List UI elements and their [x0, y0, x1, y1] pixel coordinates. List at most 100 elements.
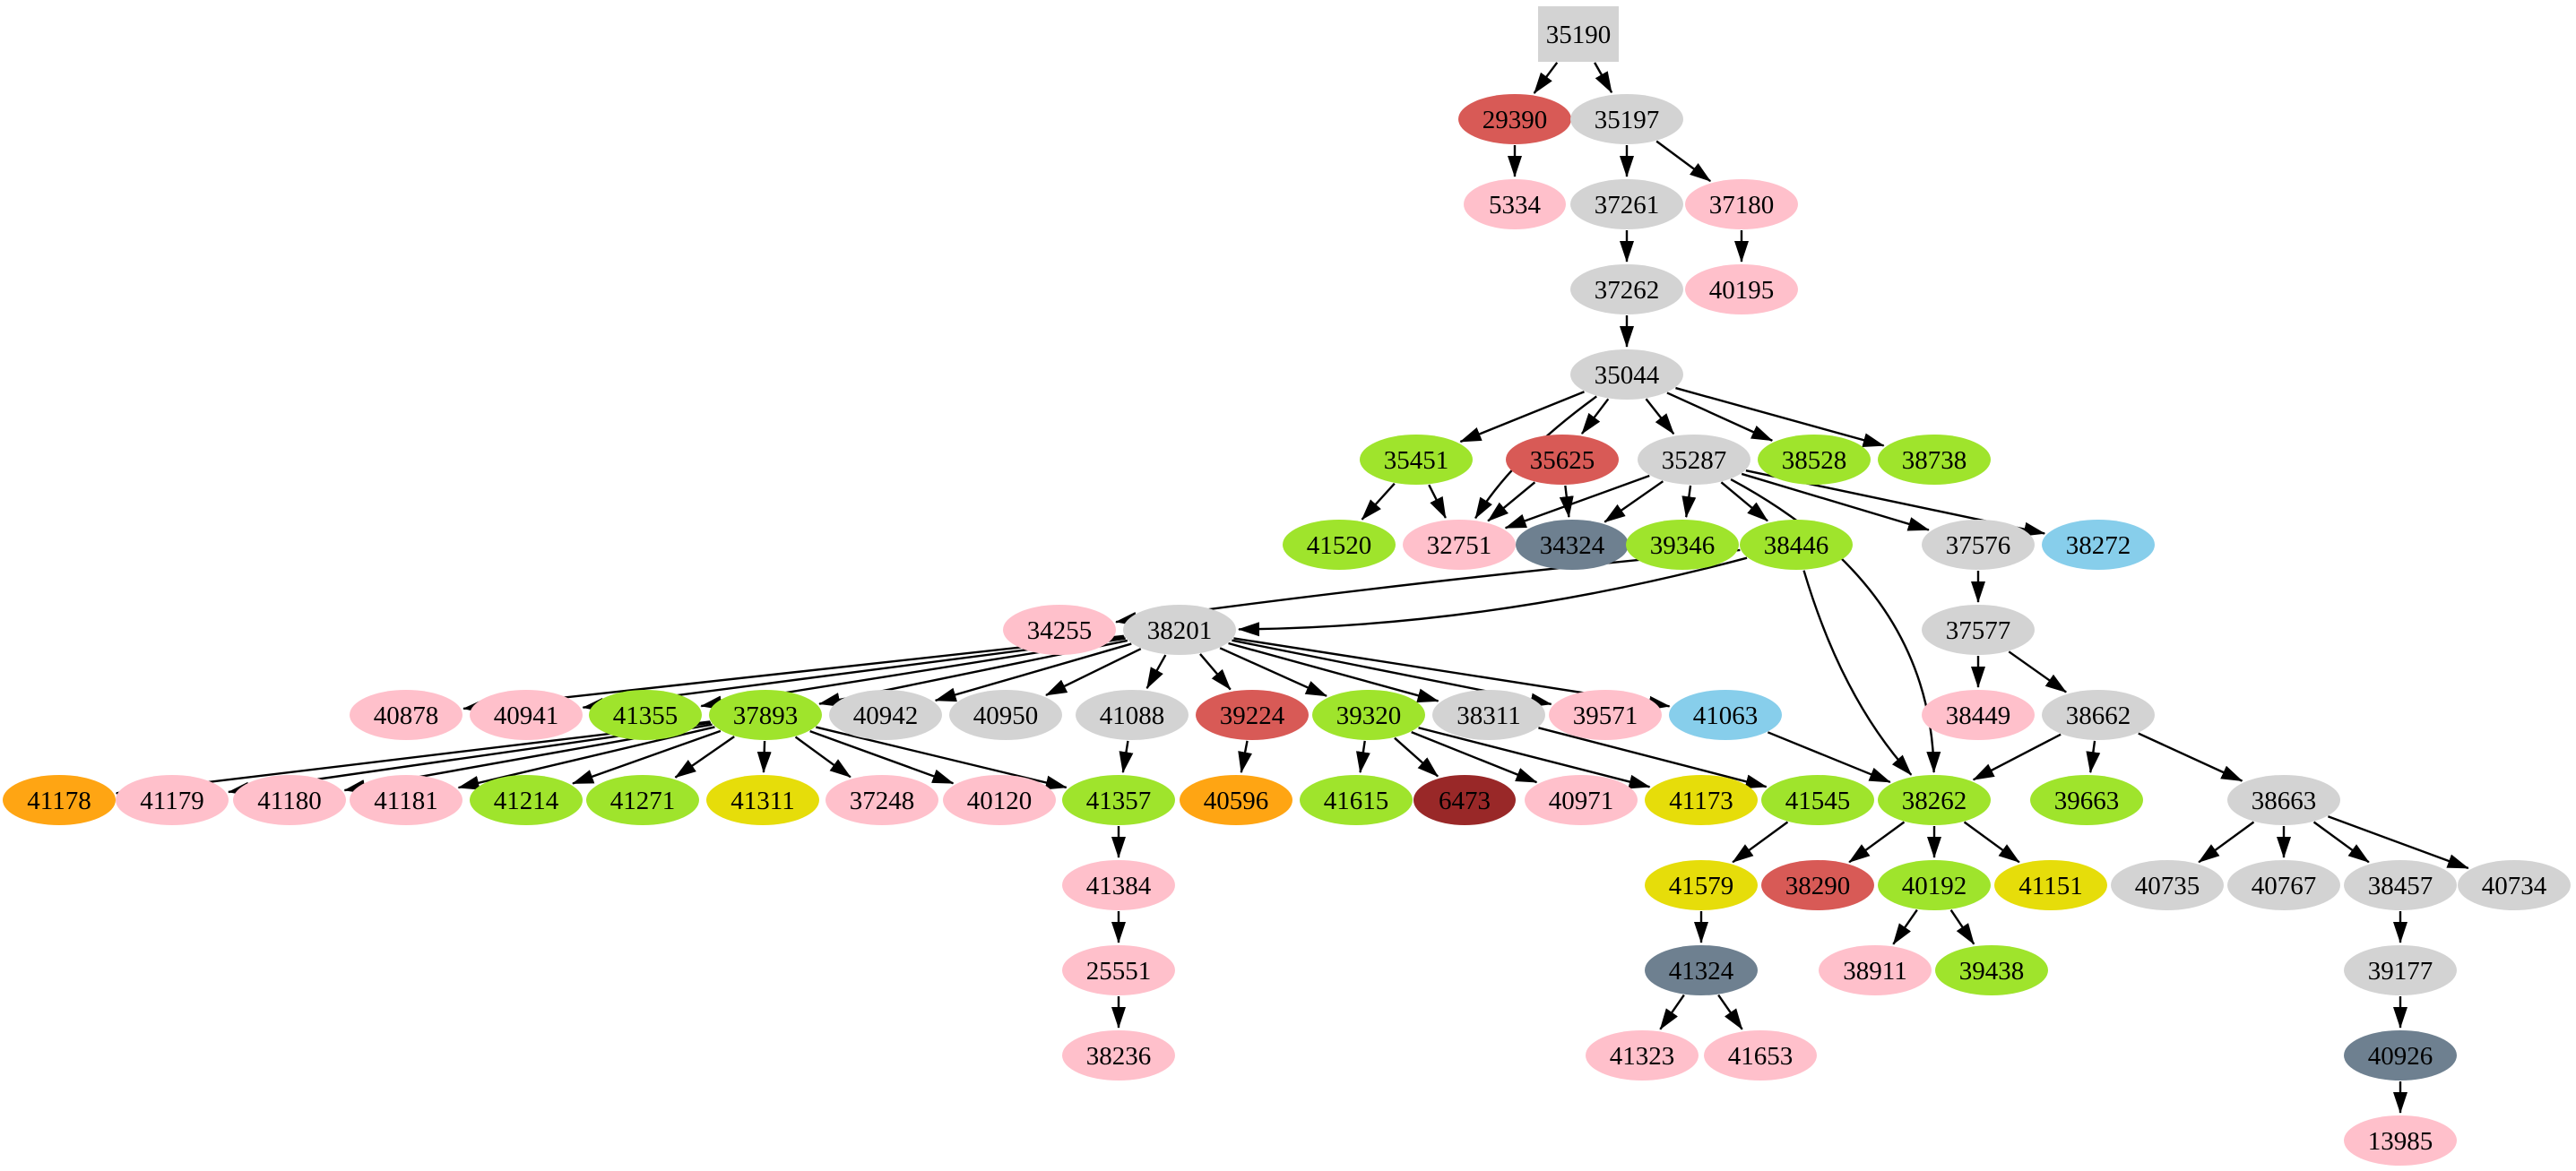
node-38449: 38449 — [1922, 690, 2035, 740]
node-label-40942: 40942 — [853, 702, 919, 730]
node-label-41214: 41214 — [494, 787, 559, 815]
node-label-41151: 41151 — [2018, 872, 2082, 900]
node-ellipse-6473 — [1413, 775, 1516, 825]
node-label-40596: 40596 — [1204, 787, 1269, 815]
node-ellipse-37261 — [1570, 179, 1683, 229]
node-label-39346: 39346 — [1650, 531, 1716, 560]
node-37248: 37248 — [826, 775, 938, 825]
node-41579: 41579 — [1645, 860, 1758, 910]
node-41181: 41181 — [350, 775, 462, 825]
node-ellipse-41357 — [1062, 775, 1175, 825]
node-41214: 41214 — [470, 775, 583, 825]
edge-35190-29390 — [1533, 62, 1559, 94]
node-25551: 25551 — [1062, 945, 1175, 995]
edge-39320-41173 — [1418, 727, 1651, 789]
node-ellipse-40120 — [943, 775, 1056, 825]
node-40971: 40971 — [1525, 775, 1638, 825]
node-label-37180: 37180 — [1709, 191, 1775, 220]
node-ellipse-34255 — [1003, 605, 1116, 655]
edge-35197-37180 — [1655, 140, 1712, 183]
node-label-38272: 38272 — [2066, 531, 2131, 560]
node-ellipse-32751 — [1403, 520, 1516, 570]
node-label-38738: 38738 — [1902, 446, 1967, 475]
node-35287: 35287 — [1638, 435, 1750, 485]
node-ellipse-39177 — [2344, 945, 2457, 995]
node-41178: 41178 — [3, 775, 116, 825]
edge-37893-41357 — [816, 726, 1068, 790]
edge-39320-6473 — [1394, 736, 1439, 778]
node-40735: 40735 — [2111, 860, 2224, 910]
node-40192: 40192 — [1878, 860, 1991, 910]
edge-40192-38911 — [1892, 908, 1918, 945]
edge-38262-41151 — [1963, 821, 2020, 864]
edge-38663-38457 — [2312, 821, 2370, 864]
node-ellipse-40192 — [1878, 860, 1991, 910]
node-ellipse-39320 — [1312, 690, 1425, 740]
edge-35625-34324 — [1559, 485, 1574, 519]
node-6473: 6473 — [1413, 775, 1516, 825]
node-label-34255: 34255 — [1027, 616, 1093, 645]
node-label-41179: 41179 — [140, 787, 203, 815]
node-38201: 38201 — [1123, 605, 1236, 655]
node-ellipse-38449 — [1922, 690, 2035, 740]
node-label-40195: 40195 — [1709, 276, 1775, 305]
edge-37577-38662 — [2008, 650, 2067, 693]
graph-edges — [115, 62, 2469, 1114]
node-40767: 40767 — [2227, 860, 2340, 910]
node-ellipse-40941 — [470, 690, 583, 740]
node-39346: 39346 — [1626, 520, 1739, 570]
node-label-41271: 41271 — [610, 787, 676, 815]
node-41384: 41384 — [1062, 860, 1175, 910]
node-label-41355: 41355 — [613, 702, 679, 730]
node-label-38457: 38457 — [2368, 872, 2433, 900]
node-ellipse-13985 — [2344, 1115, 2457, 1166]
node-37577: 37577 — [1922, 605, 2035, 655]
node-35197: 35197 — [1570, 94, 1683, 144]
node-35625: 35625 — [1506, 435, 1619, 485]
node-label-40941: 40941 — [494, 702, 559, 730]
node-label-40734: 40734 — [2482, 872, 2547, 900]
node-label-34324: 34324 — [1540, 531, 1605, 560]
node-label-38911: 38911 — [1843, 957, 1906, 986]
node-38236: 38236 — [1062, 1030, 1175, 1081]
node-38738: 38738 — [1878, 435, 1991, 485]
edge-35287-32751 — [1504, 474, 1650, 530]
node-ellipse-35451 — [1360, 435, 1473, 485]
node-ellipse-41151 — [1994, 860, 2107, 910]
node-label-35044: 35044 — [1595, 361, 1660, 390]
node-ellipse-34324 — [1516, 520, 1629, 570]
node-39320: 39320 — [1312, 690, 1425, 740]
node-label-41311: 41311 — [730, 787, 794, 815]
node-label-35287: 35287 — [1662, 446, 1727, 475]
node-40878: 40878 — [350, 690, 462, 740]
node-label-35197: 35197 — [1595, 106, 1660, 134]
node-ellipse-38201 — [1123, 605, 1236, 655]
node-41179: 41179 — [116, 775, 229, 825]
edge-38663-40734 — [2327, 815, 2469, 870]
node-label-38311: 38311 — [1457, 702, 1520, 730]
edge-38311-41545 — [1538, 727, 1768, 789]
node-ellipse-38662 — [2042, 690, 2155, 740]
node-label-38662: 38662 — [2066, 702, 2131, 730]
node-38528: 38528 — [1758, 435, 1871, 485]
node-41063: 41063 — [1669, 690, 1782, 740]
node-39177: 39177 — [2344, 945, 2457, 995]
node-41271: 41271 — [586, 775, 699, 825]
node-ellipse-41214 — [470, 775, 583, 825]
node-41324: 41324 — [1645, 945, 1758, 995]
node-ellipse-35625 — [1506, 435, 1619, 485]
edge-35190-35197 — [1594, 62, 1613, 94]
node-41615: 41615 — [1300, 775, 1413, 825]
node-38457: 38457 — [2344, 860, 2457, 910]
node-37576: 37576 — [1922, 520, 2035, 570]
node-ellipse-41355 — [589, 690, 702, 740]
edge-38201-39320 — [1219, 647, 1327, 697]
node-38262: 38262 — [1878, 775, 1991, 825]
edge-37893-40120 — [809, 729, 955, 785]
node-label-40767: 40767 — [2252, 872, 2317, 900]
node-ellipse-41088 — [1076, 690, 1189, 740]
edge-38446-38262 — [1802, 570, 1913, 776]
node-5334: 5334 — [1464, 179, 1566, 229]
node-38290: 38290 — [1761, 860, 1874, 910]
